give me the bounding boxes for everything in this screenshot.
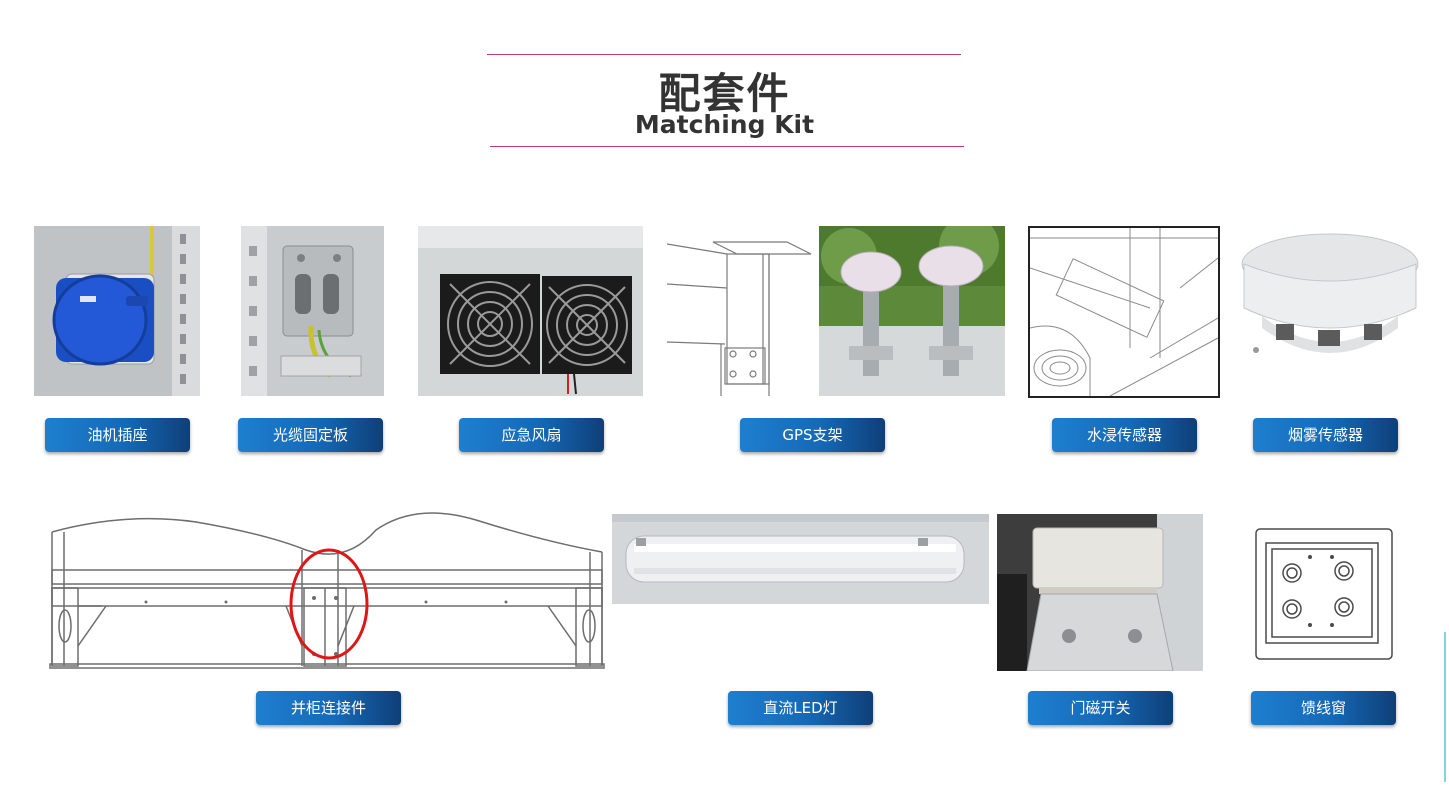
smoke-sensor-label: 烟雾传感器 [1253,418,1398,452]
feeder-window-drawing [1254,527,1394,661]
door-switch-image [997,514,1203,671]
oil-socket-image [34,226,200,396]
title-bottom-line [490,146,964,147]
gps-bracket-label: GPS支架 [740,418,885,452]
oil-socket-label: 油机插座 [45,418,190,452]
emergency-fan-label: 应急风扇 [459,418,604,452]
page-title-en: Matching Kit [634,110,815,139]
page-title-cn: 配套件 [658,69,791,118]
cable-plate-image [241,226,384,396]
door-switch-label: 门磁开关 [1028,691,1173,725]
cable-plate-label: 光缆固定板 [238,418,383,452]
dc-led-image [612,514,989,604]
right-edge-accent [1444,632,1446,782]
water-sensor-label: 水浸传感器 [1052,418,1197,452]
cabinet-connector-drawing [46,506,606,681]
gps-bracket-drawing [667,232,813,396]
smoke-sensor-image [1236,228,1424,378]
water-sensor-drawing [1028,226,1220,398]
dc-led-label: 直流LED灯 [728,691,873,725]
gps-bracket-photo [819,226,1005,396]
emergency-fan-image [418,226,643,396]
cabinet-connector-label: 并柜连接件 [256,691,401,725]
feeder-window-label: 馈线窗 [1251,691,1396,725]
title-top-line [487,54,961,55]
